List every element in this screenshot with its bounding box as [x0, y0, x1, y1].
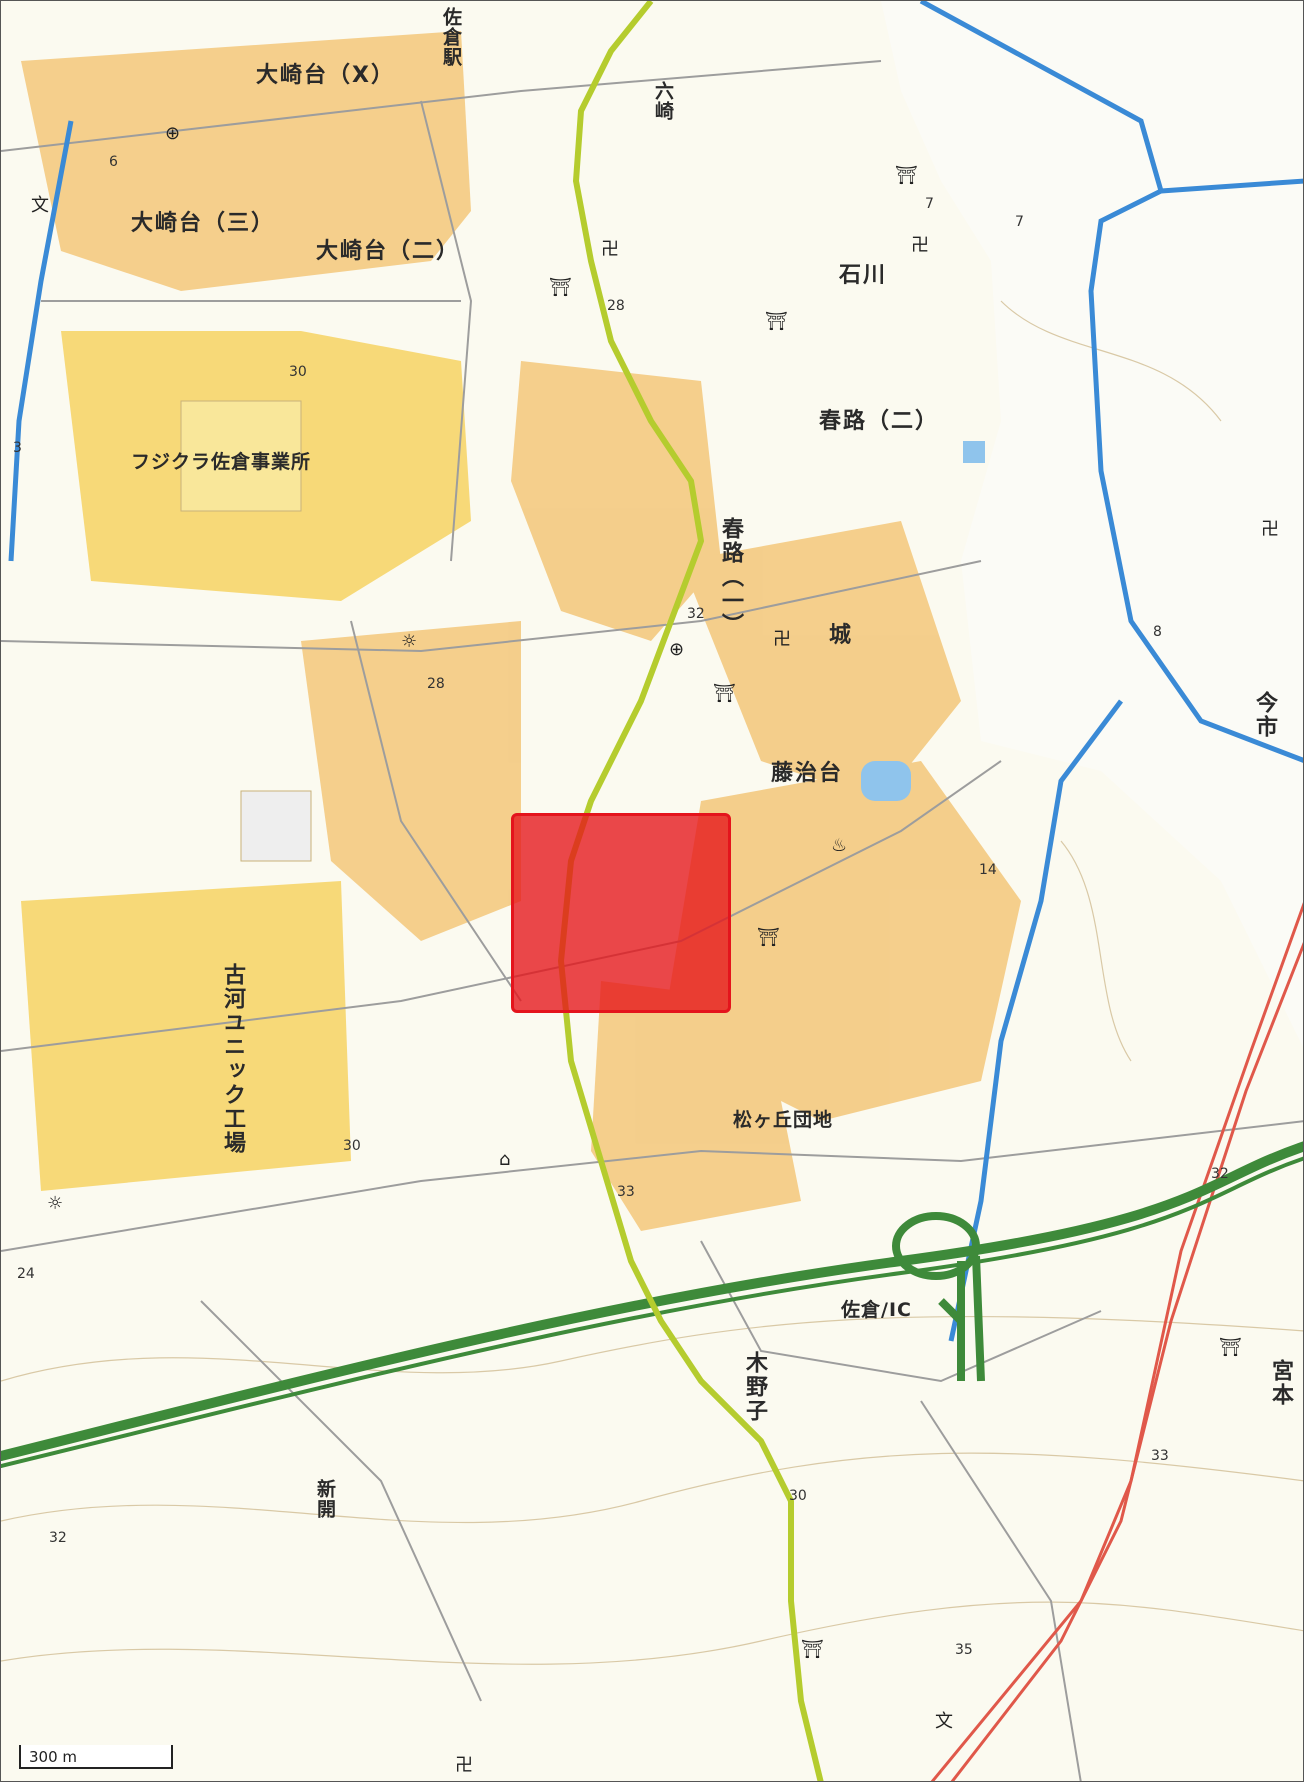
- hot-spring-icon: ♨: [831, 835, 848, 856]
- place-label-osakidai-x: 大崎台（X）: [256, 63, 395, 88]
- place-label-fujijidai: 藤治台: [771, 761, 844, 786]
- school-icon: 文: [31, 195, 49, 216]
- post-office-icon: ⊕: [165, 123, 181, 144]
- scale-bar: 300 m: [19, 1745, 173, 1769]
- school-icon: 文: [935, 1711, 953, 1732]
- temple-icon: 卍: [911, 235, 929, 256]
- shrine-icon: ⛩: [757, 927, 780, 948]
- shrine-icon: ⛩: [1219, 1337, 1242, 1358]
- pond: [861, 761, 911, 801]
- place-label-osakidai-3: 大崎台（三）: [131, 211, 276, 236]
- shrine-icon: ⛩: [895, 165, 918, 186]
- elevation-label: 30: [289, 364, 307, 380]
- elevation-label: 7: [1015, 214, 1024, 230]
- shrine-icon: ⛩: [765, 311, 788, 332]
- residential-area: [21, 31, 1021, 1231]
- elevation-label: 32: [49, 1530, 67, 1546]
- place-label-castle: 城: [829, 623, 854, 648]
- post-office-icon: ⊕: [669, 639, 685, 660]
- elevation-label: 8: [1153, 624, 1162, 640]
- elevation-label: 35: [955, 1642, 973, 1658]
- elevation-label: 28: [607, 298, 625, 314]
- hatched-block: [240, 790, 312, 862]
- elevation-label: 7: [925, 196, 934, 212]
- elevation-label: 24: [17, 1266, 35, 1282]
- factory-icon: ☼: [47, 1193, 64, 1214]
- paddy-field-area: [881, 1, 1303, 1047]
- place-label-sakura-ic: 佐倉/IC: [841, 1299, 912, 1321]
- elevation-label: 33: [617, 1184, 635, 1200]
- elevation-label: 28: [427, 676, 445, 692]
- place-label-sakura-station: 佐倉駅: [440, 7, 462, 67]
- elevation-label: 30: [789, 1488, 807, 1504]
- elevation-label: 6: [109, 154, 118, 170]
- temple-icon: 卍: [1261, 519, 1279, 540]
- furukawa-site: [21, 881, 351, 1191]
- shrine-icon: ⛩: [801, 1639, 824, 1660]
- place-label-shinkai: 新開: [314, 1479, 336, 1519]
- temple-icon: 卍: [455, 1755, 473, 1776]
- place-label-haruji-2: 春路（二）: [819, 409, 940, 434]
- place-label-kinoko: 木野子: [742, 1351, 767, 1423]
- museum-icon: ⌂: [499, 1149, 511, 1170]
- elevation-label: 14: [979, 862, 997, 878]
- temple-icon: 卍: [773, 629, 791, 650]
- elevation-label: 33: [1151, 1448, 1169, 1464]
- place-label-ishikawa: 石川: [839, 263, 888, 288]
- place-label-rokusaki: 六崎: [652, 81, 674, 121]
- place-label-imaichi: 今市: [1252, 691, 1277, 739]
- place-label-osakidai-2: 大崎台（二）: [316, 239, 461, 264]
- temple-icon: 卍: [601, 239, 619, 260]
- elevation-label: 32: [687, 606, 705, 622]
- place-label-haruji-1: 春路（一）: [718, 517, 743, 637]
- route-line: [558, 1, 824, 1781]
- elevation-label: 30: [343, 1138, 361, 1154]
- elevation-label: 3: [13, 440, 22, 456]
- factory-icon: ☼: [401, 631, 418, 652]
- place-label-miyamoto: 宮本: [1268, 1359, 1293, 1407]
- place-label-matsugaoka: 松ヶ丘団地: [733, 1109, 834, 1131]
- scale-label: 300 m: [29, 1748, 78, 1766]
- shrine-icon: ⛩: [713, 683, 736, 704]
- location-marker[interactable]: [511, 813, 731, 1013]
- place-label-fujikura: フジクラ佐倉事業所: [131, 451, 312, 473]
- elevation-label: 32: [1211, 1166, 1229, 1182]
- shrine-icon: ⛩: [549, 277, 572, 298]
- place-label-furukawa: 古河ユニック工場: [220, 963, 245, 1155]
